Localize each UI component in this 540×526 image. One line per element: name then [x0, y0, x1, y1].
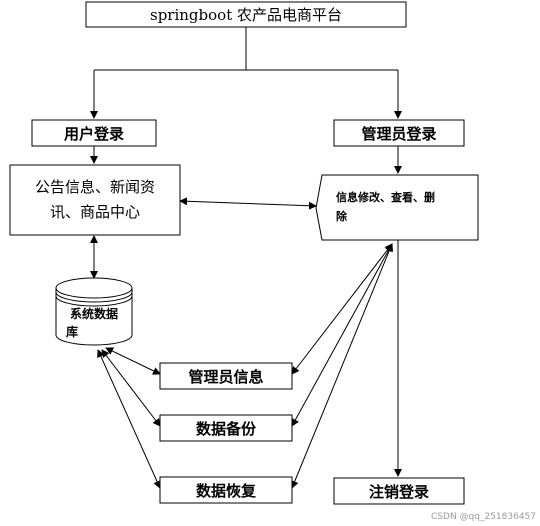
arrow-db-backup — [101, 349, 161, 427]
public-info-line1: 公告信息、新闻资 — [35, 178, 155, 196]
admin-ops-line1: 信息修改、查看、删 — [336, 190, 435, 204]
admin-login-text: 管理员登录 — [361, 125, 436, 143]
arrow-ops-admininfo — [291, 243, 393, 375]
user-login-box — [31, 119, 157, 147]
admin-info-text: 管理员信息 — [188, 368, 263, 386]
user-login-text: 用户登录 — [64, 125, 124, 143]
admin-login-box — [333, 119, 465, 147]
data-backup-text: 数据备份 — [196, 420, 257, 438]
database-line1: 系统数据 — [70, 306, 118, 321]
data-restore-box — [159, 476, 293, 504]
arrow-db-admininfo — [105, 347, 161, 375]
arrow-ops-backup — [291, 243, 393, 427]
arrow-db-restore — [97, 349, 161, 489]
data-restore-text: 数据恢复 — [196, 482, 257, 500]
connectors — [90, 27, 402, 489]
admin-info-box — [159, 362, 293, 390]
public-info-line2: 讯、商品中心 — [50, 203, 140, 221]
public-info-box — [9, 164, 181, 236]
database-line2: 库 — [66, 324, 78, 339]
admin-ops-line2: 除 — [336, 209, 348, 223]
admin-ops-shape — [315, 174, 479, 241]
data-backup-box — [159, 414, 293, 442]
watermark-text: CSDN @qq_251836457 — [431, 512, 536, 522]
title-box — [85, 1, 407, 28]
logout-box — [333, 477, 465, 505]
logout-text: 注销登录 — [369, 483, 429, 501]
title-text: springboot 农产品电商平台 — [150, 6, 342, 24]
arrow-info-ops — [179, 197, 317, 210]
database-cylinder — [55, 277, 133, 346]
arrow-ops-restore — [290, 243, 394, 489]
